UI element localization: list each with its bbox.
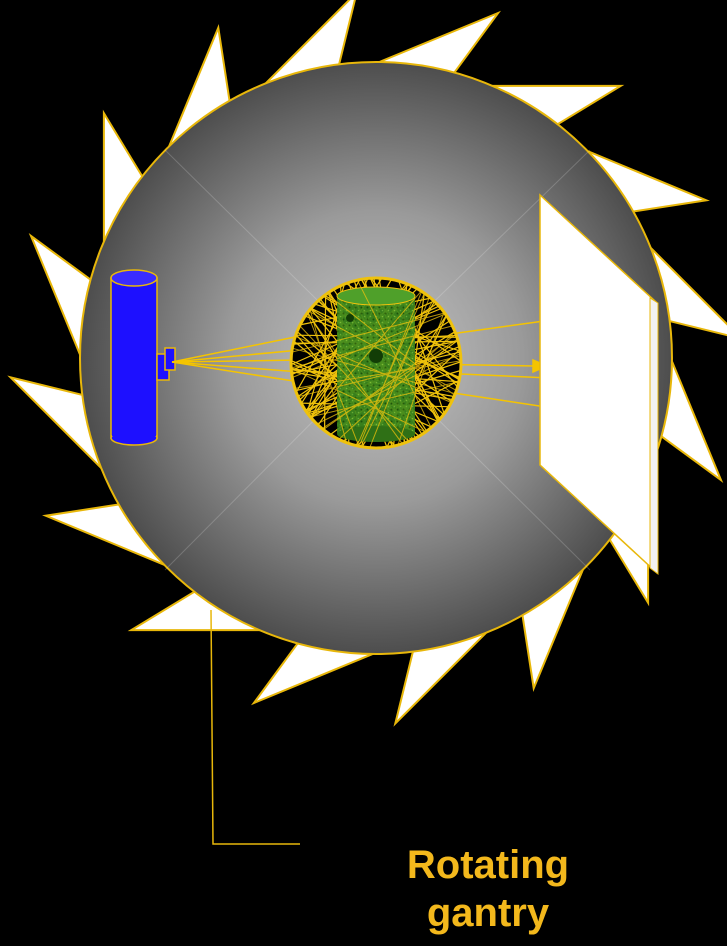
- gantry-label-line-1: Rotating: [407, 843, 569, 887]
- patient-phantom-icon: [291, 278, 461, 448]
- gantry-label-line-2: gantry: [427, 891, 550, 935]
- label-leader-line: [211, 610, 300, 844]
